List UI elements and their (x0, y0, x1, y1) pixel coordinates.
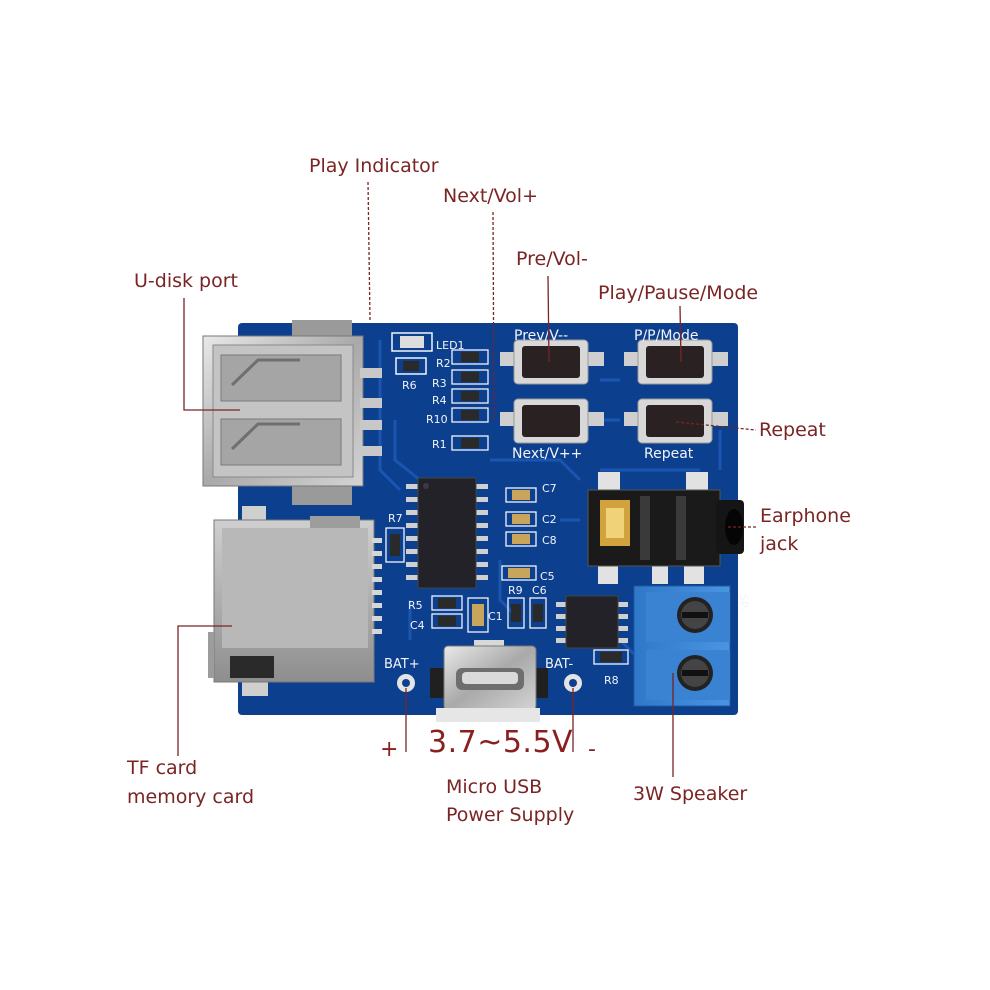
silk-c1: C1 (488, 610, 503, 623)
label-repeat: Repeat (759, 419, 826, 441)
label-speaker: 3W Speaker (633, 783, 748, 805)
silk-r3: R3 (432, 377, 447, 390)
silk-c2: C2 (542, 513, 557, 526)
speaker-terminal (633, 585, 731, 707)
silk-led1: LED1 (436, 339, 465, 352)
earphone-jack (587, 472, 744, 584)
amp-ic (556, 595, 628, 649)
silk-r10: R10 (426, 413, 448, 426)
silk-r7: R7 (388, 512, 403, 525)
label-plus: + (380, 737, 399, 762)
label-usb-line1: Micro USB (446, 776, 543, 798)
silk-r5: R5 (408, 599, 423, 612)
silk-bat-plus: BAT+ (384, 657, 420, 672)
label-usb-line2: Power Supply (446, 804, 575, 826)
silk-r1: R1 (432, 438, 447, 451)
label-play-pause-mode: Play/Pause/Mode (598, 282, 759, 304)
silk-r8: R8 (604, 674, 619, 687)
battery-pads (397, 674, 582, 692)
silk-c7: C7 (542, 482, 557, 495)
silk-bat-minus: BAT- (545, 657, 574, 672)
silk-sp: SP- (737, 594, 750, 611)
tactile-buttons (500, 339, 728, 444)
silk-ppmode: P/P/Mode (634, 328, 698, 344)
label-u-disk-port: U-disk port (134, 270, 238, 292)
silkscreen: Prev/V-- P/P/Mode Next/V++ Repeat LED1 R… (384, 328, 750, 687)
leader-lines (177, 181, 757, 777)
silk-r6: R6 (402, 379, 417, 392)
silk-prev: Prev/V-- (514, 328, 568, 344)
micro-usb-port (430, 640, 548, 722)
label-play-indicator: Play Indicator (309, 155, 439, 177)
silk-next: Next/V++ (512, 446, 582, 462)
silk-r2: R2 (436, 357, 451, 370)
label-tf-line1: TF card (127, 757, 198, 779)
main-ic (406, 477, 488, 589)
usb-a-port (202, 320, 382, 505)
led-resistor-block (391, 332, 489, 451)
tf-card-slot (208, 506, 382, 696)
label-earphone-line2: jack (760, 533, 799, 555)
label-earphone-line1: Earphone (760, 505, 851, 527)
label-tf-line2: memory card (127, 786, 255, 808)
label-minus: - (588, 737, 596, 762)
silk-r9: R9 (508, 584, 523, 597)
silk-c4: C4 (410, 619, 425, 632)
silk-repeat: Repeat (644, 446, 694, 462)
pcb-traces (378, 340, 722, 662)
label-next-vol: Next/Vol+ (443, 185, 539, 207)
smd-components (385, 487, 629, 665)
silk-r4: R4 (432, 394, 447, 407)
label-pre-vol: Pre/Vol- (516, 248, 588, 270)
silk-c6: C6 (532, 584, 547, 597)
silk-c5: C5 (540, 570, 555, 583)
silk-c8: C8 (542, 534, 557, 547)
label-voltage: 3.7~5.5V (428, 725, 574, 760)
